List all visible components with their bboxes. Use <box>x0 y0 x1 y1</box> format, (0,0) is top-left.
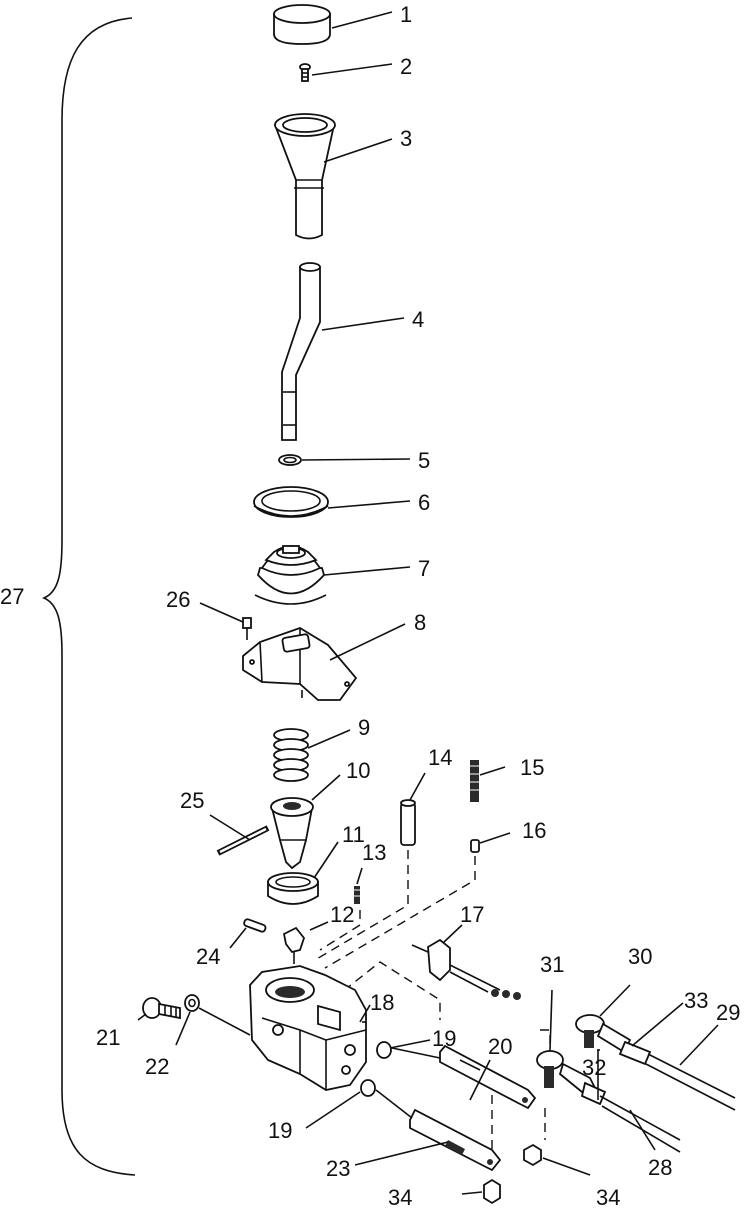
callout-15: 15 <box>520 755 544 780</box>
callout-31: 31 <box>540 952 564 977</box>
part-cable-lower <box>599 1095 681 1153</box>
callout-27: 27 <box>0 584 24 609</box>
part-spring <box>273 728 309 782</box>
callout-2: 2 <box>400 54 412 79</box>
callout-25: 25 <box>180 788 204 813</box>
callout-11: 11 <box>342 822 365 847</box>
part-screw <box>299 63 311 82</box>
part-pivot-housing <box>270 797 314 870</box>
callout-13: 13 <box>362 840 386 865</box>
part-main-housing <box>249 965 367 1091</box>
part-bolt <box>142 997 181 1020</box>
callout-9: 9 <box>358 715 370 740</box>
part-knob-cap <box>273 4 331 45</box>
part-collar <box>267 872 319 905</box>
callout-32: 32 <box>582 1055 606 1080</box>
part-ball-joint-upper <box>575 1014 652 1066</box>
callout-33: 33 <box>684 988 708 1013</box>
callout-28: 28 <box>648 1155 672 1180</box>
leader-lines <box>137 11 719 1195</box>
callout-30: 30 <box>628 944 652 969</box>
part-detent-spring <box>470 760 479 802</box>
callout-5: 5 <box>418 448 430 473</box>
part-set-screw <box>354 886 360 904</box>
part-shift-lever <box>281 262 321 441</box>
assembly-brace <box>41 17 136 1176</box>
part-detent-ball <box>470 839 480 853</box>
part-shift-rod <box>391 1044 537 1110</box>
callout-24: 24 <box>196 944 220 969</box>
callout-16: 16 <box>522 818 546 843</box>
part-small-ring <box>278 454 302 466</box>
part-mount-screw <box>242 617 252 640</box>
callout-12: 12 <box>330 902 354 927</box>
guide-lines <box>294 850 476 985</box>
callout-18: 18 <box>370 990 394 1015</box>
callout-8: 8 <box>414 610 426 635</box>
part-shift-rod-lower <box>375 1089 502 1172</box>
callout-21: 21 <box>96 1025 120 1050</box>
part-o-rings <box>360 1041 392 1097</box>
callout-10: 10 <box>346 758 370 783</box>
callout-6: 6 <box>418 490 430 515</box>
callout-7: 7 <box>418 556 430 581</box>
callout-29: 29 <box>716 1000 740 1025</box>
callout-23: 23 <box>326 1156 350 1181</box>
part-plunger <box>400 799 416 846</box>
callout-14: 14 <box>428 745 452 770</box>
part-ball-joint-lower <box>536 1050 607 1106</box>
part-nuts <box>483 1143 542 1205</box>
callout-26: 26 <box>166 587 190 612</box>
part-gate-plate <box>242 627 358 701</box>
part-cable-upper <box>645 1053 736 1111</box>
part-boot-cover <box>254 545 327 605</box>
part-washer <box>184 994 251 1036</box>
part-switch <box>411 938 521 1000</box>
callout-1: 1 <box>400 2 412 27</box>
callout-20: 20 <box>488 1034 512 1059</box>
callout-34-left: 34 <box>388 1185 412 1210</box>
callout-22: 22 <box>145 1054 169 1079</box>
callout-17: 17 <box>460 902 484 927</box>
callout-19-lower: 19 <box>268 1118 292 1143</box>
part-pivot-pin <box>216 825 270 856</box>
part-knob-body <box>273 113 336 240</box>
callout-19-upper: 19 <box>432 1026 456 1051</box>
part-yoke <box>282 926 306 964</box>
part-dowel <box>243 918 267 933</box>
part-large-ring <box>253 486 329 518</box>
callout-3: 3 <box>400 126 412 151</box>
callout-34-right: 34 <box>596 1185 620 1210</box>
guide-lines-right <box>331 961 551 1150</box>
callout-4: 4 <box>412 307 424 332</box>
